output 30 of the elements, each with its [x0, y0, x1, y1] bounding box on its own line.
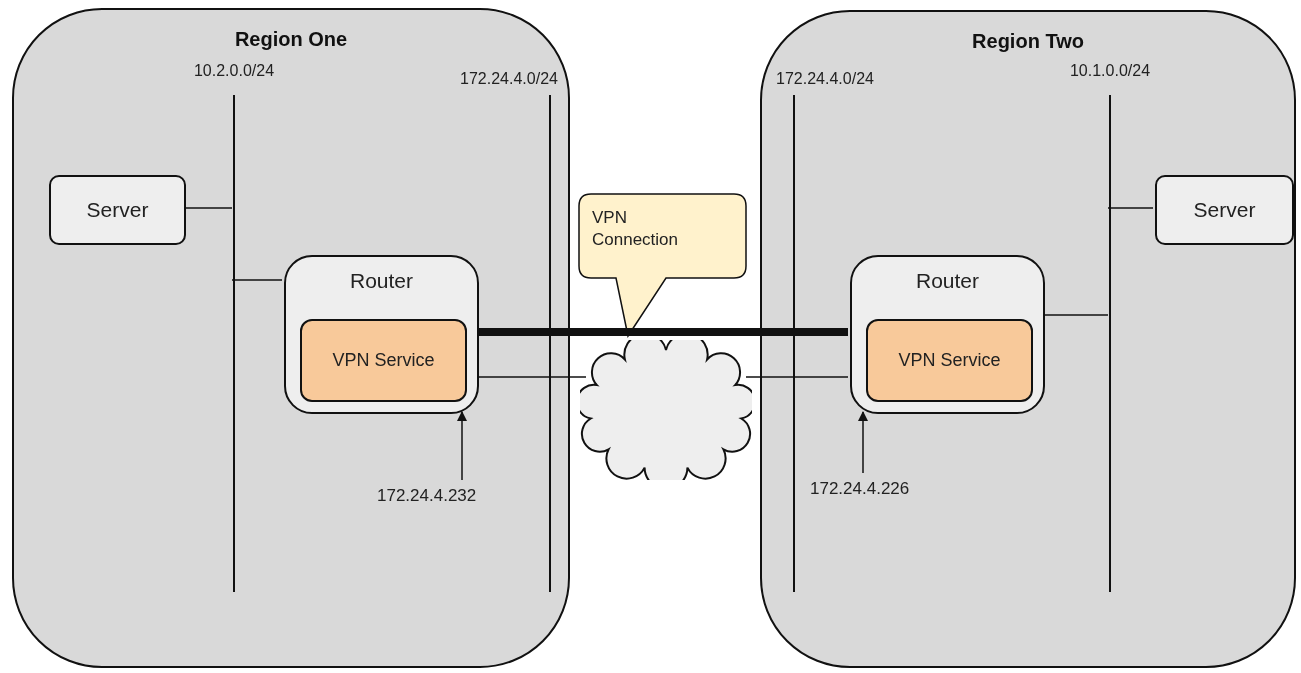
connection-line — [183, 207, 233, 209]
connection-line — [1107, 207, 1154, 209]
server-box: Server — [49, 175, 186, 245]
vpn-service-box: VPN Service — [300, 319, 467, 402]
ip-address-label: 172.24.4.226 — [810, 479, 920, 501]
connection-line — [231, 279, 283, 281]
router-label: Router — [349, 269, 414, 293]
connection-line — [476, 376, 549, 378]
router-label: Router — [915, 269, 980, 293]
region-container — [12, 8, 570, 668]
vpn-tunnel-line — [477, 328, 848, 336]
subnet-label: 10.1.0.0/24 — [1068, 62, 1152, 80]
region-title: Region One — [233, 28, 349, 51]
region-container — [760, 10, 1296, 668]
router-box — [850, 255, 1045, 414]
region-title: Region Two — [971, 30, 1085, 53]
subnet-label: 10.2.0.0/24 — [192, 62, 276, 80]
connection-line — [457, 411, 467, 481]
router-box — [284, 255, 479, 414]
callout-text: VPN Connection — [592, 207, 679, 251]
subnet-label: 172.24.4.0/24 — [775, 70, 875, 88]
connection-line — [858, 411, 868, 474]
connection-line — [745, 376, 793, 378]
connection-line — [547, 376, 587, 378]
connection-line — [1042, 314, 1109, 316]
ip-address-label: 172.24.4.232 — [377, 486, 487, 508]
vpn-service-box: VPN Service — [866, 319, 1033, 402]
subnet-label: 172.24.4.0/24 — [459, 70, 559, 88]
server-box: Server — [1155, 175, 1294, 245]
connection-line — [791, 376, 849, 378]
